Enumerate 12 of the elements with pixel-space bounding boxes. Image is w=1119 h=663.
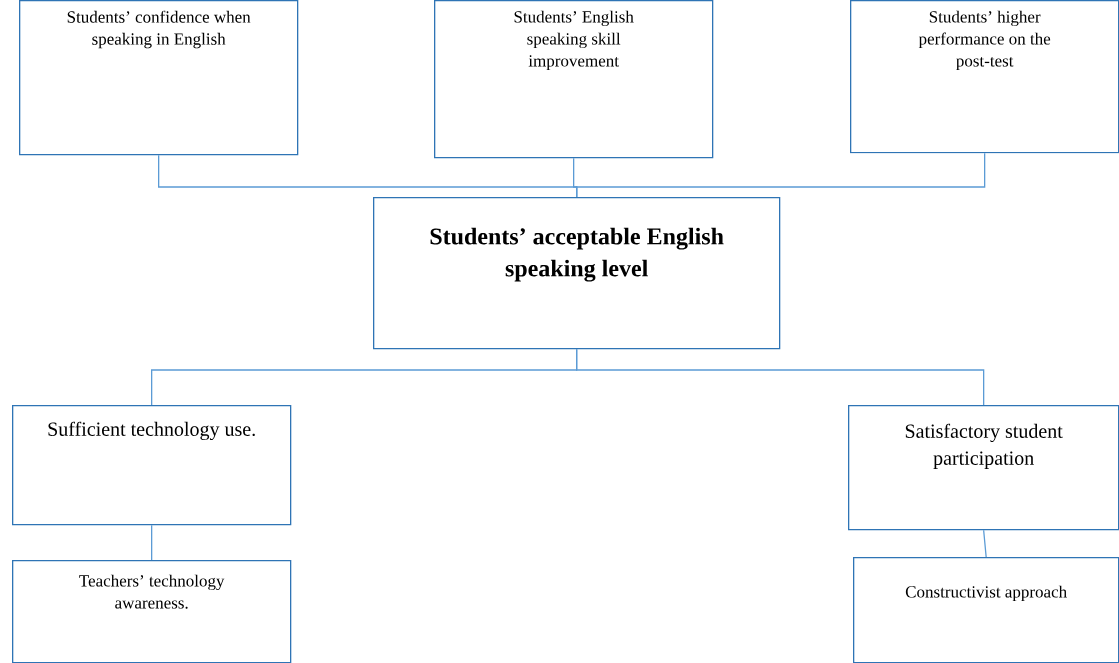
text-box: Students’ higher performance on the post-test (850, 0, 1119, 154)
text-box: Teachers’ technology awareness. (12, 560, 292, 663)
connector-line (151, 524, 153, 561)
connector-line (983, 529, 987, 558)
connector-line (576, 152, 986, 198)
text-box: Constructivist approach (853, 557, 1119, 663)
text-box: Students’ English speaking skill improvement (434, 0, 714, 159)
text-box: Sufficient technology use. (12, 405, 292, 526)
title-box: Students’ acceptable English speaking level (373, 197, 781, 350)
text-box: Students’ confidence when speaking in English (19, 0, 299, 156)
connector-line (576, 348, 985, 406)
text-box: Satisfactory student participation (848, 405, 1119, 531)
